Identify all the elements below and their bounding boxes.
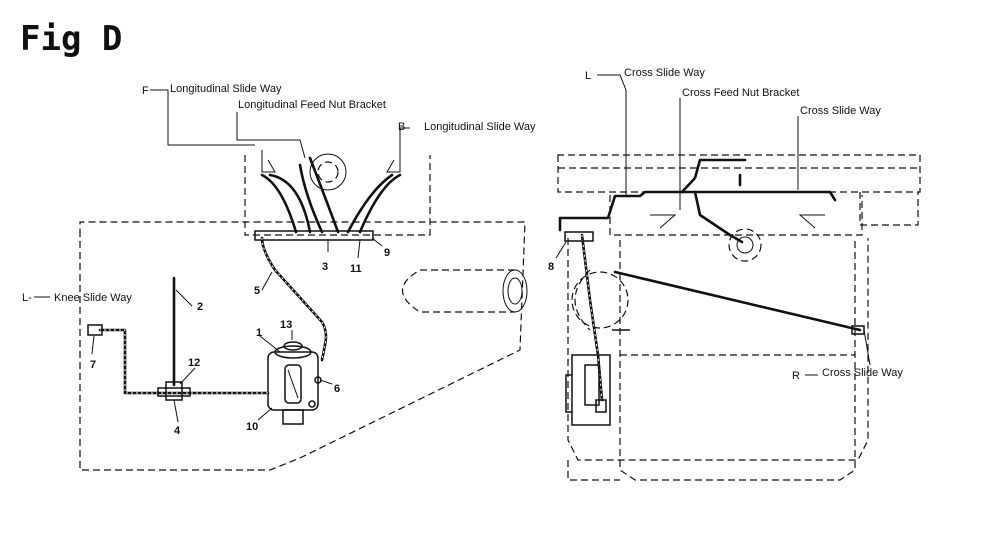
knee-fitting bbox=[87, 324, 103, 336]
cross-main-tube bbox=[558, 190, 837, 232]
label-cross-slide-way-r: Cross Slide Way bbox=[822, 367, 903, 379]
pump-cap bbox=[274, 345, 312, 359]
part-1: 1 bbox=[256, 327, 262, 339]
marker-l-knee: L- bbox=[22, 292, 32, 304]
distributor-manifold bbox=[254, 230, 374, 241]
cross-long-tube bbox=[613, 270, 862, 332]
outlet-tube bbox=[98, 328, 270, 395]
screw-end-inner bbox=[507, 277, 523, 305]
pump-handle bbox=[282, 409, 304, 425]
side-pump bbox=[565, 354, 611, 426]
part-3: 3 bbox=[322, 261, 328, 273]
right-view: L Cross Slide Way Cross Feed Nut Bracket… bbox=[548, 67, 921, 481]
elevating-screw-housing bbox=[402, 269, 515, 313]
feed-nut-circle bbox=[309, 153, 347, 191]
label-longitudinal-slide-way-b: Longitudinal Slide Way bbox=[424, 121, 536, 133]
figure-title: Fig D bbox=[20, 19, 122, 59]
marker-l-cross: L bbox=[585, 70, 591, 82]
part-2: 2 bbox=[197, 301, 203, 313]
part-7: 7 bbox=[90, 359, 96, 371]
lube-pump bbox=[267, 341, 322, 425]
knee-body-outline bbox=[567, 238, 869, 461]
marker-r: R bbox=[792, 370, 800, 382]
table-slide-block bbox=[244, 155, 431, 236]
left-view: F Longitudinal Slide Way Longitudinal Fe… bbox=[22, 83, 536, 471]
label-cross-slide-way-l: Cross Slide Way bbox=[624, 67, 705, 79]
part-6: 6 bbox=[334, 383, 340, 395]
label-cross-slide-way-top: Cross Slide Way bbox=[800, 105, 881, 117]
saddle-outline bbox=[609, 195, 863, 236]
label-longitudinal-slide-way-f: Longitudinal Slide Way bbox=[170, 83, 282, 95]
label-longitudinal-feed-nut-bracket: Longitudinal Feed Nut Bracket bbox=[238, 99, 386, 111]
sight-glass bbox=[284, 364, 302, 404]
part-9: 9 bbox=[384, 247, 390, 259]
table-outline bbox=[557, 154, 921, 193]
right-dovetail bbox=[386, 150, 401, 173]
knee-housing-outline bbox=[79, 221, 526, 471]
tube-bundle bbox=[260, 156, 402, 234]
label-knee-slide-way: Knee Slide Way bbox=[54, 292, 132, 304]
part-4: 4 bbox=[174, 425, 181, 437]
marker-f: F bbox=[142, 85, 149, 97]
left-dovetail bbox=[261, 150, 276, 173]
part-13: 13 bbox=[280, 319, 292, 331]
fitting-8 bbox=[564, 231, 594, 242]
part-8: 8 bbox=[548, 261, 554, 273]
part-5: 5 bbox=[254, 285, 260, 297]
cross-down-tube bbox=[580, 233, 604, 402]
part-10: 10 bbox=[246, 421, 258, 433]
screw-end-ellipse bbox=[502, 269, 528, 313]
feed-nut-inner bbox=[317, 161, 339, 183]
part-12: 12 bbox=[188, 357, 200, 369]
label-cross-feed-nut-bracket: Cross Feed Nut Bracket bbox=[682, 87, 799, 99]
part-11: 11 bbox=[350, 263, 362, 275]
cross-feed-screw bbox=[728, 228, 762, 262]
marker-b: B bbox=[398, 121, 405, 133]
